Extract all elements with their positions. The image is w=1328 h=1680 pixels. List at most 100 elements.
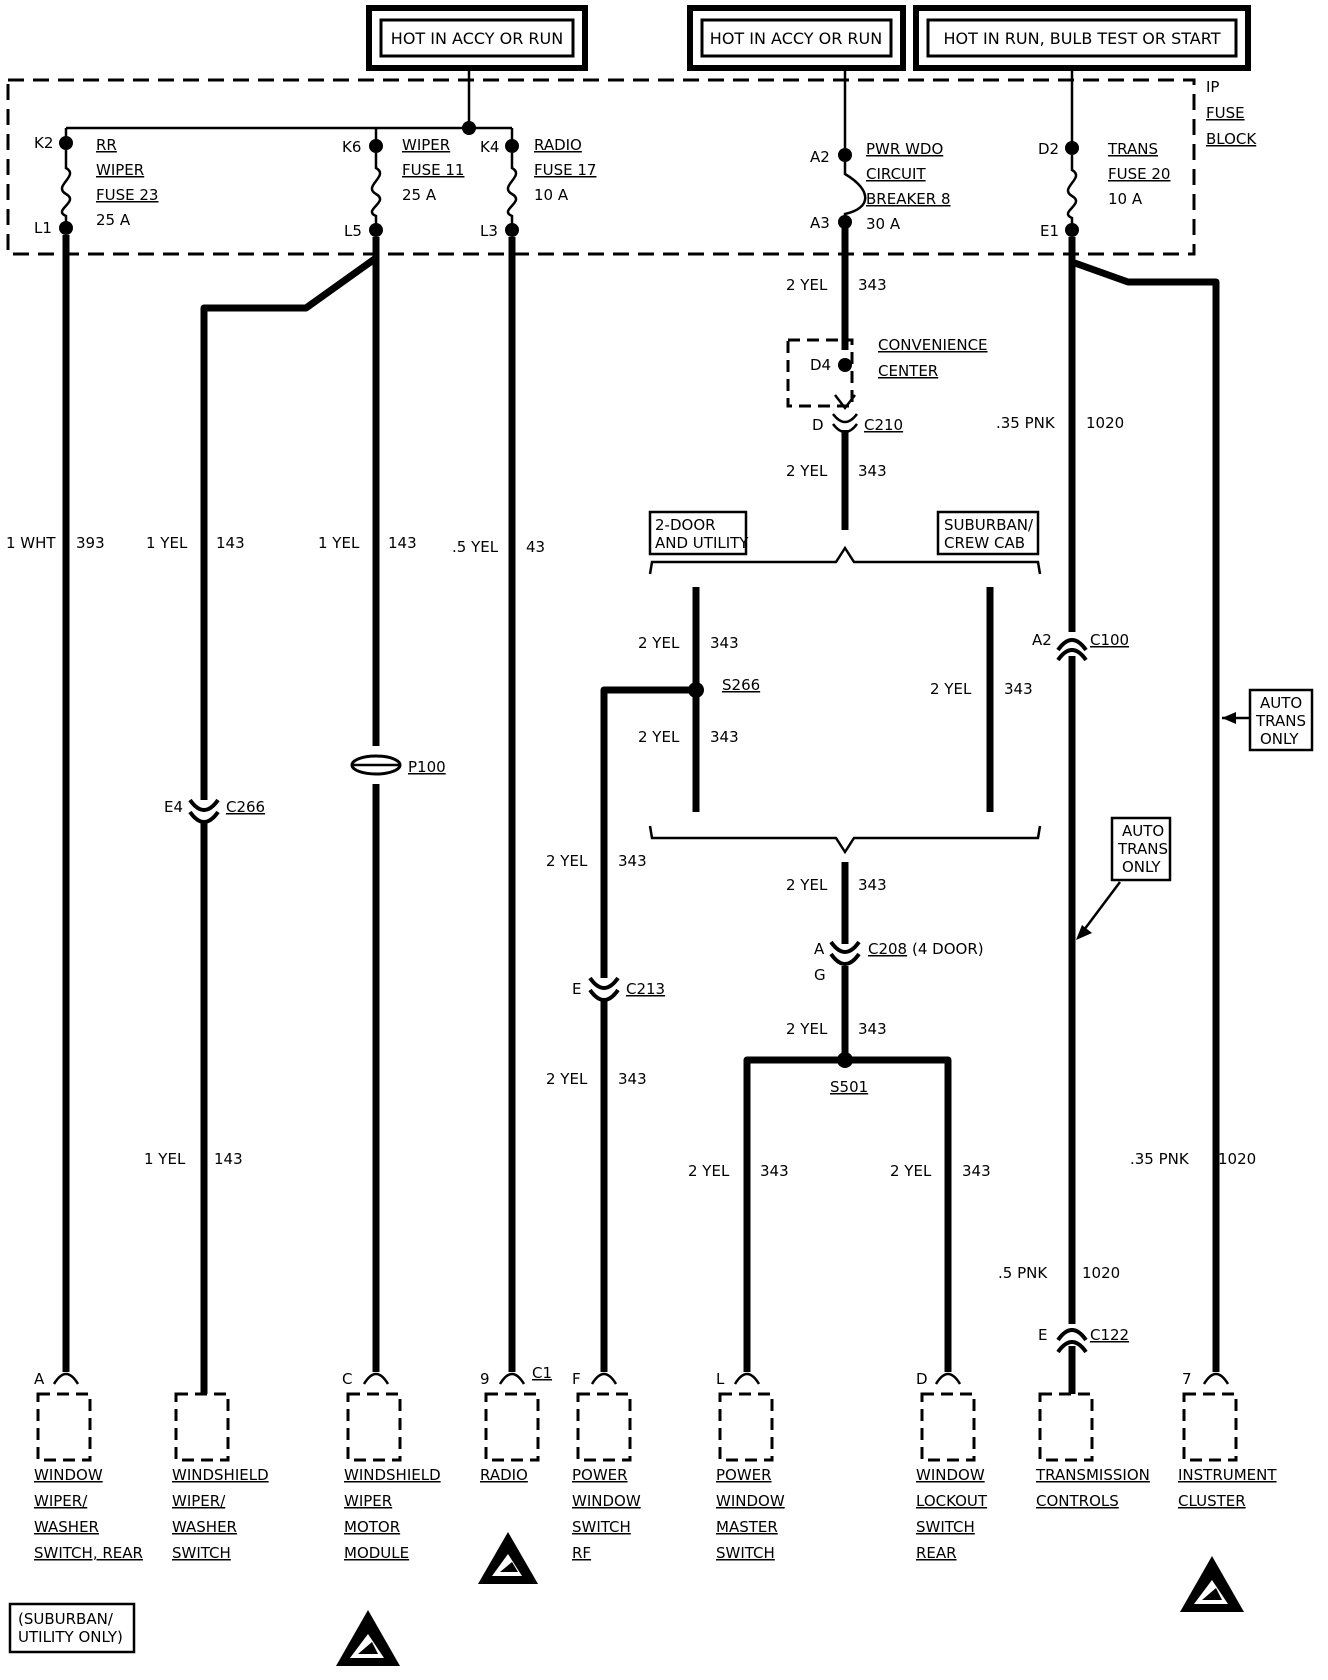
fuse-wiper: K6 L5 WIPER FUSE 11 25 A [342,136,464,240]
wire-circuit-label: 143 [388,534,417,552]
connector-c210: D C210 [812,413,903,434]
component-pin: F [572,1370,581,1388]
component-connector: C1 [532,1364,552,1382]
component-window-lockout-rear: D WINDOW LOCKOUT SWITCH REAR [916,1370,988,1562]
component-label: WIPER/ [172,1492,226,1510]
component-label: WINDOW [916,1466,985,1484]
fuse-label-2: FUSE 20 [1108,165,1170,183]
wire-circuit-label: 43 [526,538,545,556]
component-label: TRANSMISSION [1035,1466,1150,1484]
note-line: ONLY [1122,858,1161,876]
component-pin: D [916,1370,928,1388]
wire-circuit-label: 343 [858,462,887,480]
fuse-label-2: WIPER [96,161,144,179]
connector-c122: E C122 [1038,1326,1129,1354]
wire-color-label: 2 YEL [546,852,588,870]
connector-name: P100 [408,758,446,776]
component-label: WIPER [344,1492,392,1510]
fuse-out-pin: L5 [344,222,362,240]
fuse-block-label-2: FUSE [1206,104,1245,122]
esd-warning-icon [478,1532,538,1584]
fuse-in-pin: K4 [480,138,499,156]
wire-circuit-label: 393 [76,534,105,552]
breaker-label-1: PWR WDO [866,140,943,158]
component-label: POWER [716,1466,772,1484]
component-label: LOCKOUT [916,1492,988,1510]
wire-color-label: 1 WHT [6,534,56,552]
wire-1020-cluster [1070,258,1220,1372]
wire-143-washer [200,255,379,800]
wire-circuit-label: 343 [760,1162,789,1180]
connector-p100: P100 [350,754,446,776]
component-label: SWITCH [172,1544,231,1562]
connector-name: C210 [864,416,903,434]
component-transmission-controls: TRANSMISSION CONTROLS [1035,1392,1150,1510]
fuse-block-label-1: IP [1206,78,1219,96]
wire-color-label: 2 YEL [786,876,828,894]
wire-color-label: 2 YEL [786,276,828,294]
splice-s501: S501 [830,1052,868,1096]
wire-circuit-label: 343 [1004,680,1033,698]
component-pin: 7 [1182,1370,1192,1388]
component-windshield-wiper-motor: C WINDSHIELD WIPER MOTOR MODULE [342,1370,441,1562]
component-label: RF [572,1544,591,1562]
circuit-breaker-pwr-wdo: A2 A3 PWR WDO CIRCUIT BREAKER 8 30 A [810,68,951,233]
breaker-in-pin: A2 [810,148,830,166]
component-label: MASTER [716,1518,778,1536]
convenience-center-label-2: CENTER [878,362,938,380]
note-line: TRANS [1255,712,1306,730]
component-instrument-cluster: 7 INSTRUMENT CLUSTER [1178,1370,1277,1510]
component-label: WINDOW [34,1466,103,1484]
wire-labels: 1 WHT 393 1 YEL 143 1 YEL 143 .5 YEL 43 … [6,276,1256,1282]
component-label: INSTRUMENT [1178,1466,1277,1484]
connector-pin: D [812,416,824,434]
footnote-box: (SUBURBAN/ UTILITY ONLY) [8,1602,136,1654]
wire-color-label: 1 YEL [144,1150,186,1168]
connector-c213: E C213 [572,976,665,1002]
fuse-label-1: TRANS [1107,140,1158,158]
fuse-label-3: 10 A [1108,190,1143,208]
convenience-center-pin: D4 [810,356,831,374]
power-source-box: HOT IN ACCY OR RUN [366,5,588,71]
component-pin: A [34,1370,45,1388]
connector-note: (4 DOOR) [912,940,984,958]
connector-name: C208 [868,940,907,958]
component-label: SWITCH [716,1544,775,1562]
esd-warning-icon [1180,1556,1244,1612]
note-line: ONLY [1260,730,1299,748]
fuse-out-pin: L1 [34,219,52,237]
component-label: WASHER [172,1518,237,1536]
component-label: MOTOR [344,1518,400,1536]
wire-circuit-label: 1020 [1218,1150,1256,1168]
wire-color-label: .35 PNK [1130,1150,1190,1168]
component-window-wiper-rear: A WINDOW WIPER/ WASHER SWITCH, REAR [34,1370,143,1562]
wire-circuit-label: 343 [618,1070,647,1088]
breaker-out-pin: A3 [810,214,830,232]
power-source-box: HOT IN ACCY OR RUN [687,5,906,71]
component-label: MODULE [344,1544,409,1562]
fuse-label-2: FUSE 11 [402,161,464,179]
fuse-label-1: RR [96,136,117,154]
fuse-label-4: 25 A [96,211,131,229]
wire-circuit-label: 343 [858,1020,887,1038]
auto-trans-note-2: AUTO TRANS ONLY [1076,816,1172,940]
wire-color-label: 2 YEL [546,1070,588,1088]
wire-circuit-label: 143 [216,534,245,552]
connector-name: C213 [626,980,665,998]
component-windshield-washer-switch: WINDSHIELD WIPER/ WASHER SWITCH [172,1392,269,1562]
component-power-window-switch-rf: F POWER WINDOW SWITCH RF [572,1370,641,1562]
power-source-label: HOT IN ACCY OR RUN [710,29,882,48]
component-pin: L [716,1370,725,1388]
fuse-in-pin: D2 [1038,140,1059,158]
component-label: WINDSHIELD [344,1466,441,1484]
wire-343-lockout [845,1056,952,1372]
footnote-line: (SUBURBAN/ [18,1610,114,1628]
power-source-label: HOT IN ACCY OR RUN [391,29,563,48]
component-label: WASHER [34,1518,99,1536]
component-radio: 9 C1 RADIO [480,1364,552,1484]
wire-circuit-label: 343 [858,276,887,294]
component-label: CLUSTER [1178,1492,1246,1510]
ip-fuse-block [6,78,1196,256]
wire-color-label: 2 YEL [890,1162,932,1180]
